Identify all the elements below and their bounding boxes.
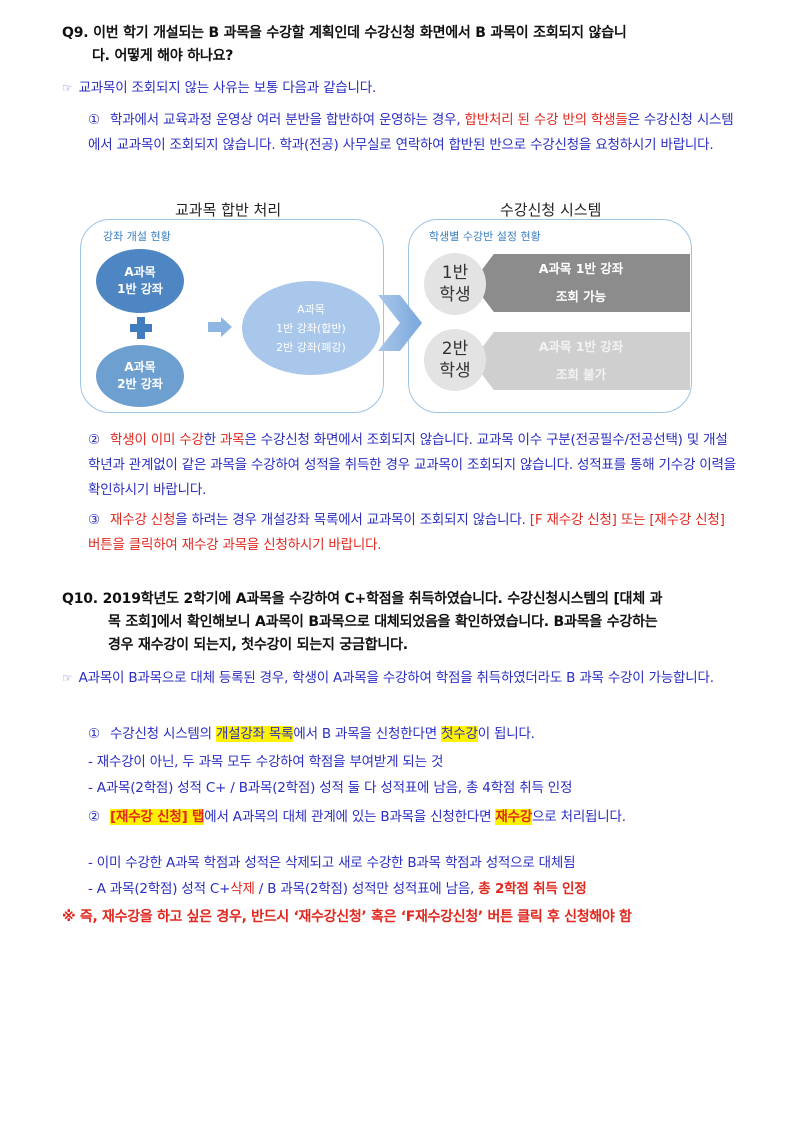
q9-question: Q9. 이번 학기 개설되는 B 과목을 수강할 계획인데 수강신청 화면에서 …	[62, 22, 740, 68]
q10-answer-intro: ☞ A과목이 B과목으로 대체 등록된 경우, 학생이 A과목을 수강하여 학점을…	[62, 666, 742, 691]
q10-answer-intro-text: A과목이 B과목으로 대체 등록된 경우, 학생이 A과목을 수강하여 학점을 …	[78, 670, 714, 686]
banner-line: A과목 1반 강좌	[538, 339, 624, 354]
banner-class2-hidden: A과목 1반 강좌 조회 불가	[472, 332, 690, 390]
dash-text: - A 과목(2학점) 성적 C+	[88, 881, 231, 897]
item-text: 이 됩니다.	[477, 726, 535, 742]
banner-class1-visible: A과목 1반 강좌 조회 가능	[472, 254, 690, 312]
chevron-right-icon	[378, 295, 422, 351]
q9-item-2: ② 학생이 이미 수강한 과목은 수강신청 화면에서 조회되지 않습니다. 교과목…	[88, 428, 738, 503]
item-text-highlight: 개설강좌 목록	[215, 726, 294, 742]
item-text: 에서 B 과목을 신청한다면	[293, 726, 442, 742]
merged-class-ellipse: A과목 1반 강좌(합반) 2반 강좌(폐강)	[242, 281, 380, 375]
q10-title-line2: 목 조회]에서 확인해보니 A과목이 B과목으로 대체되었음을 확인하였습니다.…	[108, 614, 658, 630]
item-marker: ②	[88, 809, 100, 825]
q9-answer-intro-text: 교과목이 조회되지 않는 사유는 보통 다음과 같습니다.	[78, 80, 377, 96]
q9-answer-intro: ☞ 교과목이 조회되지 않는 사유는 보통 다음과 같습니다.	[62, 76, 742, 101]
q9-number: Q9.	[62, 25, 89, 41]
ellipse-line: A과목	[297, 302, 325, 316]
student-class1-circle: 1반 학생	[424, 253, 486, 315]
q9-item-1: ① 학과에서 교육과정 운영상 여러 분반을 합반하여 운영하는 경우, 합반처리…	[88, 108, 738, 158]
q10-item1-dash-1: - 재수강이 아닌, 두 과목 모두 수강하여 학점을 부여받게 되는 것	[88, 754, 444, 770]
dash-text-emphasis: 총 2학점 취득 인정	[478, 881, 587, 897]
q10-item2-dash-1: - 이미 수강한 A과목 학점과 성적은 삭제되고 새로 수강한 B과목 학점과…	[88, 855, 576, 871]
class1-ellipse: A과목 1반 강좌	[96, 249, 184, 313]
merge-class-diagram: 교과목 합반 처리 수강신청 시스템 강좌 개설 현황 학생별 수강반 설정 현…	[80, 195, 720, 420]
item-text-highlight: 재수강 신청	[110, 512, 176, 528]
item-text-highlight: 합반처리 된 수강 반의 학생들	[464, 112, 628, 128]
q9-title-line2: 다. 어떻게 해야 하나요?	[92, 48, 234, 64]
diagram-right-title: 수강신청 시스템	[500, 201, 602, 219]
item-text: 을 하려는 경우 개설강좌 목록에서 교과목이 조회되지 않습니다.	[175, 512, 530, 528]
item-marker: ②	[88, 432, 100, 448]
circle-line: 학생	[439, 361, 471, 381]
plus-icon	[130, 317, 152, 339]
q10-item2-dash-2: - A 과목(2학점) 성적 C+삭제 / B 과목(2학점) 성적만 성적표에…	[88, 877, 738, 902]
class2-ellipse: A과목 2반 강좌	[96, 345, 184, 407]
item-text: 수강신청 시스템의	[110, 726, 216, 742]
circle-line: 2반	[441, 339, 469, 359]
item-text-highlight: [재수강 신청] 탭	[110, 809, 205, 825]
item-text: 은 수강신청 화면에서 조회되지 않습니다. 교과목 이수 구분(전공필수/전공…	[88, 432, 736, 498]
circle-line: 1반	[441, 263, 469, 283]
circle-line: 학생	[439, 285, 471, 305]
ellipse-line: 2반 강좌	[117, 377, 163, 391]
dash-text: / B 과목(2학점) 성적만 성적표에 남음,	[254, 881, 479, 897]
banner-line: 조회 불가	[555, 367, 607, 382]
item-text: 으로 처리됩니다.	[532, 809, 626, 825]
q10-title-line3: 경우 재수강이 되는지, 첫수강이 되는지 궁금합니다.	[108, 637, 408, 653]
q10-item-1: ① 수강신청 시스템의 개설강좌 목록에서 B 과목을 신청한다면 첫수강이 됩니…	[88, 722, 738, 747]
pointing-hand-icon: ☞	[62, 81, 73, 95]
banner-line: 조회 가능	[555, 289, 607, 304]
item-text: 한	[203, 432, 221, 448]
q10-question: Q10. 2019학년도 2학기에 A과목을 수강하여 C+학점을 취득하였습니…	[62, 588, 740, 657]
item-marker: ①	[88, 726, 100, 742]
retake-note: ※ 즉, 재수강을 하고 싶은 경우, 반드시 ‘재수강신청’ 혹은 ‘F재수강…	[62, 909, 632, 925]
pointing-hand-icon: ☞	[62, 671, 73, 685]
item-text-highlight: 첫수강	[441, 726, 478, 742]
student-class2-circle: 2반 학생	[424, 329, 486, 391]
banner-line: A과목 1반 강좌	[538, 261, 624, 276]
ellipse-line: 1반 강좌(합반)	[276, 321, 346, 335]
arrow-right-icon	[208, 317, 232, 337]
ellipse-line: A과목	[124, 265, 156, 279]
item-text-highlight: [F 재수강 신청] 또는 [재수강 신청] 버튼을 클릭하여 재수강 과목을 …	[88, 512, 725, 553]
ellipse-line: 2반 강좌(폐강)	[276, 340, 346, 354]
q10-item-2: ②[재수강 신청] 탭에서 A과목의 대체 관계에 있는 B과목을 신청한다면 …	[88, 805, 738, 830]
q10-number: Q10.	[62, 591, 98, 607]
item-marker: ③	[88, 512, 100, 528]
q9-item-3: ③ 재수강 신청을 하려는 경우 개설강좌 목록에서 교과목이 조회되지 않습니다…	[88, 508, 738, 558]
item-text-highlight: 학생이 이미 수강	[110, 432, 204, 448]
item-text: 은 수강신청 시스템에서 교과목이 조회되지 않습니다. 학과(전공) 사무실로…	[88, 112, 734, 153]
ellipse-line: A과목	[124, 360, 156, 374]
q9-title-line1: 이번 학기 개설되는 B 과목을 수강할 계획인데 수강신청 화면에서 B 과목…	[93, 25, 627, 41]
ellipse-line: 1반 강좌	[117, 282, 163, 296]
item-text: 학과에서 교육과정 운영상 여러 분반을 합반하여 운영하는 경우,	[110, 112, 465, 128]
item-text-highlight: 재수강	[495, 809, 533, 825]
diagram-left-title: 교과목 합반 처리	[175, 201, 282, 219]
item-text: 에서 A과목의 대체 관계에 있는 B과목을 신청한다면	[204, 809, 496, 825]
item-marker: ①	[88, 112, 100, 128]
q10-item1-dash-2: - A과목(2학점) 성적 C+ / B과목(2학점) 성적 둘 다 성적표에 …	[88, 780, 573, 796]
student-class-label: 학생별 수강반 설정 현황	[429, 230, 541, 243]
q10-title-line1: 2019학년도 2학기에 A과목을 수강하여 C+학점을 취득하였습니다. 수강…	[102, 591, 663, 607]
course-opening-label: 강좌 개설 현황	[103, 230, 171, 243]
dash-text-red: 삭제	[230, 881, 255, 897]
item-text-highlight: 과목	[220, 432, 245, 448]
